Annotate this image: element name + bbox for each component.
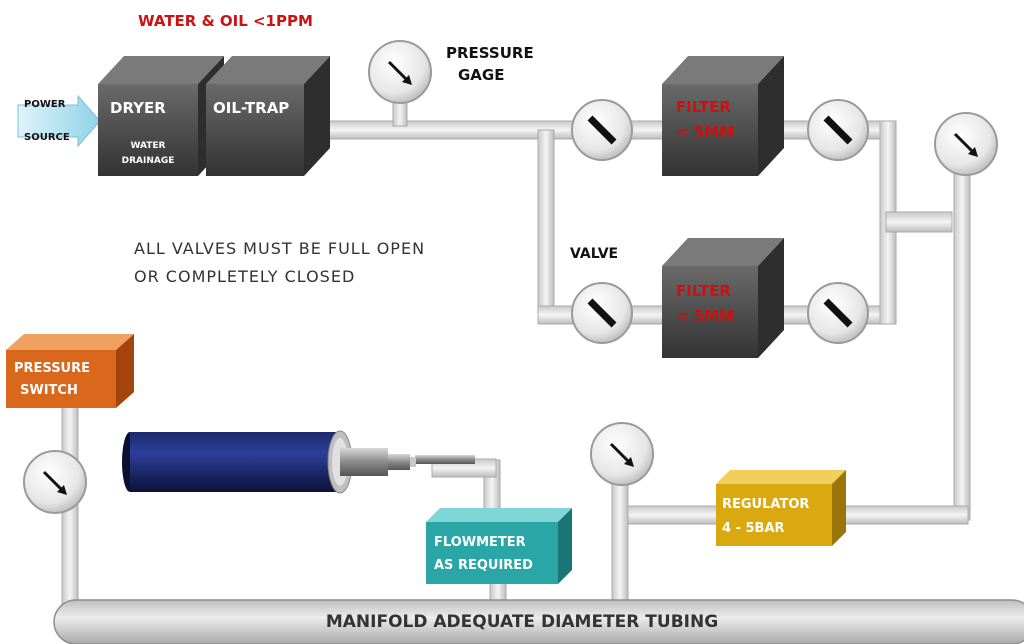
filter-bottom-label-2: < 5µm — [676, 307, 734, 325]
dryer-label: Dryer — [110, 99, 166, 117]
valves-note-line-2: or completely closed — [134, 267, 355, 286]
manifold-tube: Manifold Adequate Diameter Tubing — [53, 599, 1024, 644]
valve-icon[interactable] — [807, 99, 869, 161]
pressure-gauge-icon — [590, 422, 654, 486]
valve-icon[interactable] — [571, 99, 633, 161]
filter-top-label-1: Filter — [676, 98, 731, 116]
pressure-switch-label-2: switch — [20, 383, 78, 398]
pneumatic-cylinder-icon — [122, 430, 475, 494]
oil-trap-unit: Oil-trap — [206, 56, 330, 176]
valve-icon[interactable] — [807, 282, 869, 344]
flowmeter-label-1: Flowmeter — [434, 535, 526, 550]
flowmeter-label-2: as required — [434, 558, 533, 573]
power-source-label-2: Source — [24, 132, 70, 143]
regulator-label-1: Regulator — [722, 497, 809, 512]
valve-label: Valve — [570, 246, 618, 262]
pressure-gage-label-1: Pressure — [446, 44, 534, 62]
pressure-gauge-icon — [23, 450, 87, 514]
pressure-switch-unit: Pressure switch — [6, 334, 134, 408]
regulator-unit: Regulator 4 - 5Bar — [716, 470, 846, 546]
pressure-gauge-icon — [934, 112, 998, 176]
dryer-unit: Dryer Water Drainage — [98, 56, 224, 176]
filter-bottom-unit: Filter < 5µm — [662, 238, 784, 358]
filter-top-unit: Filter < 5µm — [662, 56, 784, 176]
pressure-switch-label-1: Pressure — [14, 361, 90, 376]
power-source: Power Source — [17, 94, 101, 148]
filter-bottom-label-1: Filter — [676, 282, 731, 300]
water-oil-spec: Water & Oil <1ppm — [138, 12, 313, 30]
valves-note-line-1: All Valves must be full open — [134, 239, 425, 258]
pressure-gage-label-2: Gage — [458, 66, 504, 84]
manifold-label: Manifold Adequate Diameter Tubing — [326, 612, 718, 632]
power-source-label-1: Power — [24, 99, 66, 110]
filter-top-label-2: < 5µm — [676, 123, 734, 141]
oil-trap-label: Oil-trap — [213, 99, 289, 117]
flowmeter-unit: Flowmeter as required — [426, 508, 572, 584]
water-drainage-label-2: Drainage — [122, 156, 175, 166]
valve-icon[interactable] — [571, 282, 633, 344]
regulator-label-2: 4 - 5Bar — [722, 521, 785, 536]
water-drainage-label-1: Water — [130, 141, 165, 151]
air-inlet-arrow-icon — [17, 94, 101, 148]
pressure-gauge-icon — [368, 40, 432, 104]
